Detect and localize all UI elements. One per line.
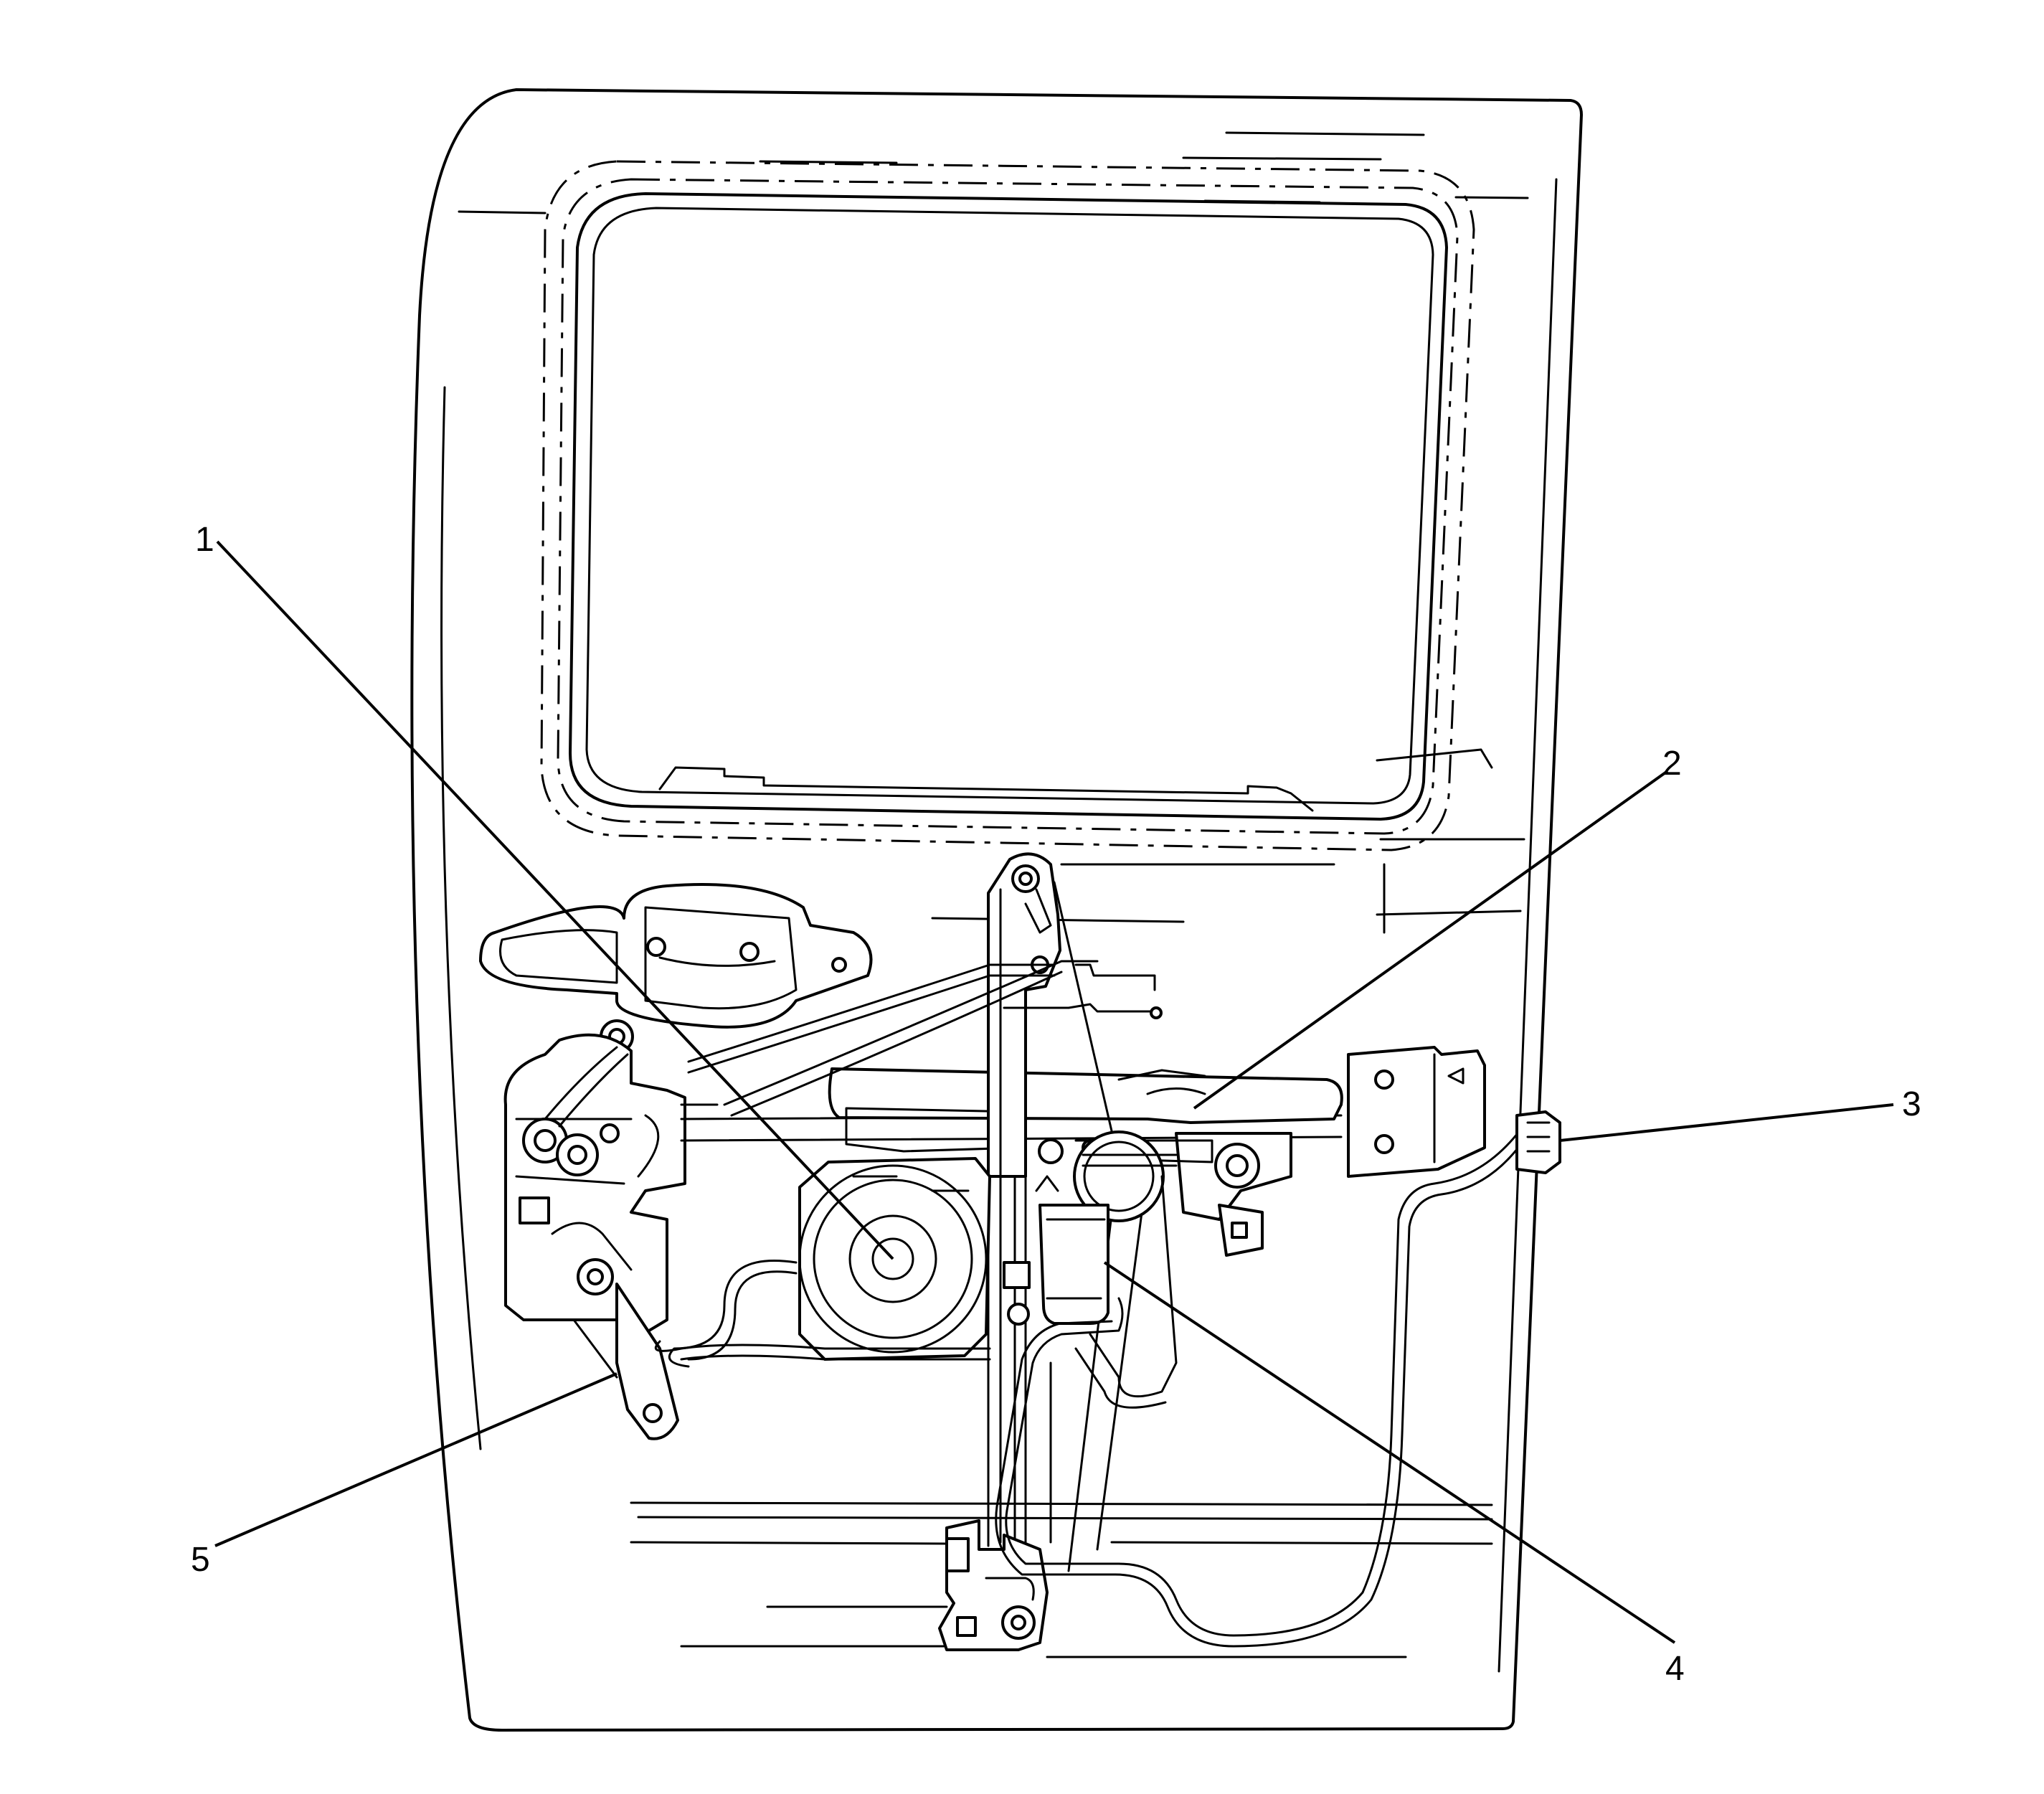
callout-4: 4 xyxy=(1665,1650,1685,1688)
electrical-connector xyxy=(1515,1110,1561,1174)
leader-2 xyxy=(1193,770,1669,1110)
wiring-harness xyxy=(654,1128,1528,1648)
callout-1: 1 xyxy=(195,521,214,559)
right-bracket xyxy=(1347,1046,1486,1178)
callout-2: 2 xyxy=(1662,745,1682,783)
door-latch-assembly xyxy=(503,1033,686,1440)
callout-5: 5 xyxy=(191,1541,210,1579)
window-regulator xyxy=(938,852,1149,1651)
leader-5 xyxy=(214,1372,618,1547)
window-opening xyxy=(540,160,1525,934)
leader-1 xyxy=(216,540,894,1260)
window-motor xyxy=(1035,1130,1178,1325)
lower-body-lines xyxy=(630,1501,1493,1658)
callout-3: 3 xyxy=(1902,1085,1921,1123)
callout-leaders xyxy=(214,540,1894,1644)
door-cables xyxy=(544,960,1163,1178)
leader-4 xyxy=(1103,1261,1676,1644)
leader-3 xyxy=(1559,1103,1894,1142)
door-panel xyxy=(410,88,1583,1732)
callout-labels: 1 2 3 4 5 xyxy=(191,521,1921,1688)
